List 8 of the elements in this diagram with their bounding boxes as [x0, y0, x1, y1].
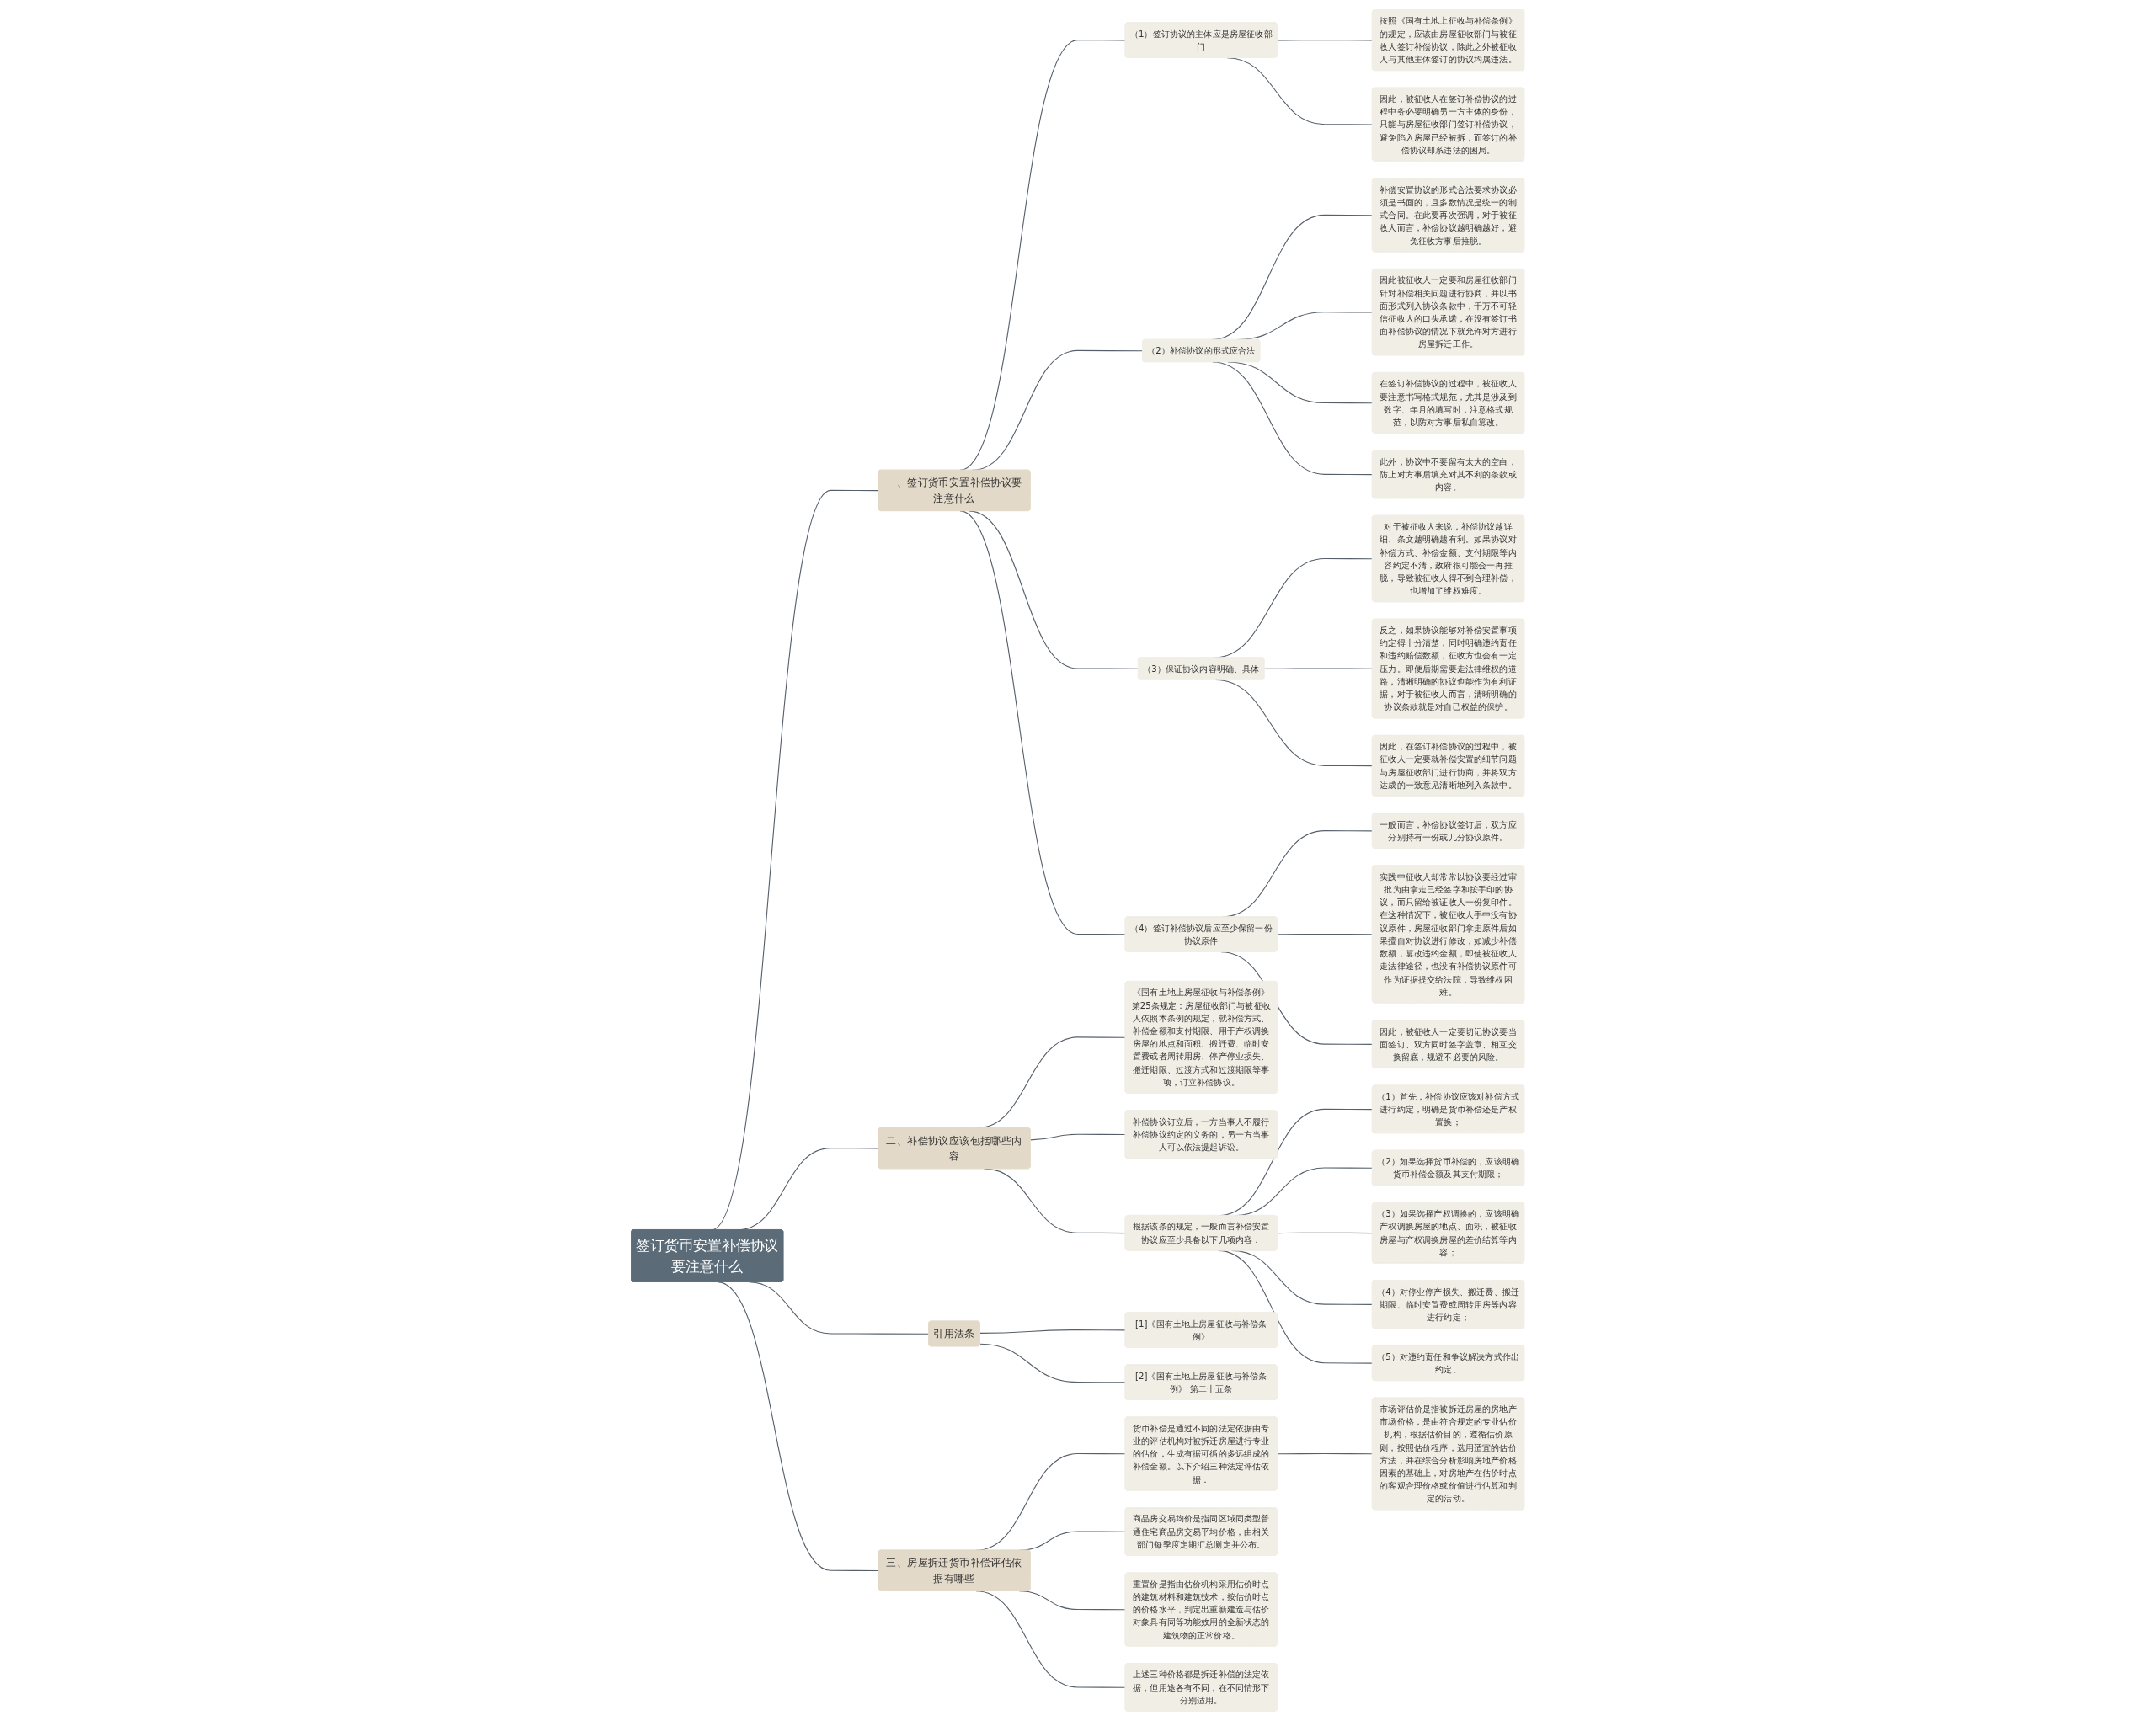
connector	[1277, 934, 1374, 935]
connector	[1030, 1133, 1127, 1141]
connector	[1277, 1452, 1374, 1455]
connector	[979, 1343, 1127, 1383]
connector	[1277, 40, 1374, 41]
connector	[979, 1329, 1127, 1334]
connector	[1277, 1232, 1374, 1234]
connector	[1264, 668, 1374, 669]
